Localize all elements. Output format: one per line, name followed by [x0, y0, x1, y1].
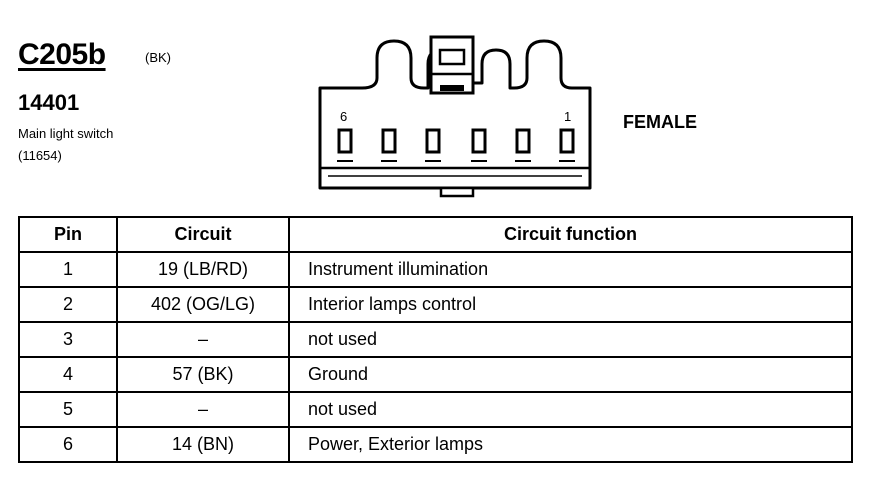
- cell-function: Instrument illumination: [288, 251, 853, 288]
- cell-pin: 4: [18, 356, 118, 393]
- cavity-4: [425, 128, 441, 154]
- cell-function: Interior lamps control: [288, 286, 853, 323]
- cell-function: not used: [288, 391, 853, 428]
- cell-pin: 6: [18, 426, 118, 463]
- table-row: 4 57 (BK) Ground: [18, 356, 853, 393]
- connector-color: (BK): [145, 50, 171, 65]
- table-row: 1 19 (LB/RD) Instrument illumination: [18, 251, 853, 288]
- table-header-row: Pin Circuit Circuit function: [18, 216, 853, 253]
- connector-gender-label: FEMALE: [623, 112, 697, 132]
- cell-function: not used: [288, 321, 853, 358]
- header-pin: Pin: [18, 216, 118, 253]
- cell-circuit: –: [116, 391, 290, 428]
- pin-label-1: 1: [564, 109, 571, 124]
- cell-circuit: 14 (BN): [116, 426, 290, 463]
- connector-latch-bar: [440, 85, 464, 91]
- cell-pin: 5: [18, 391, 118, 428]
- cavity-2: [515, 128, 531, 154]
- table-row: 6 14 (BN) Power, Exterior lamps: [18, 426, 853, 463]
- connector-key-tab: [439, 186, 475, 198]
- cell-function: Ground: [288, 356, 853, 393]
- cavity-3: [471, 128, 487, 154]
- connector-id: C205b: [18, 38, 106, 71]
- cell-circuit: 57 (BK): [116, 356, 290, 393]
- cell-circuit: 402 (OG/LG): [116, 286, 290, 323]
- table-row: 5 – not used: [18, 391, 853, 428]
- table-row: 2 402 (OG/LG) Interior lamps control: [18, 286, 853, 323]
- header-circuit: Circuit: [116, 216, 290, 253]
- cell-pin: 1: [18, 251, 118, 288]
- connector-latch-window: [438, 48, 466, 66]
- cell-pin: 2: [18, 286, 118, 323]
- pinout-table: Pin Circuit Circuit function 1 19 (LB/RD…: [18, 216, 853, 463]
- cell-pin: 3: [18, 321, 118, 358]
- connector-face-diagram: 6 1: [318, 35, 592, 198]
- header-circuit-function: Circuit function: [288, 216, 853, 253]
- component-description: Main light switch: [18, 126, 114, 141]
- table-row: 3 – not used: [18, 321, 853, 358]
- cavity-6: [337, 128, 353, 154]
- cavity-1: [559, 128, 575, 154]
- cavity-5: [381, 128, 397, 154]
- pin-label-6: 6: [340, 109, 347, 124]
- cell-function: Power, Exterior lamps: [288, 426, 853, 463]
- part-number: 14401: [18, 90, 80, 115]
- component-reference: (11654): [18, 148, 62, 163]
- cell-circuit: –: [116, 321, 290, 358]
- cell-circuit: 19 (LB/RD): [116, 251, 290, 288]
- cavity-row: [337, 128, 575, 162]
